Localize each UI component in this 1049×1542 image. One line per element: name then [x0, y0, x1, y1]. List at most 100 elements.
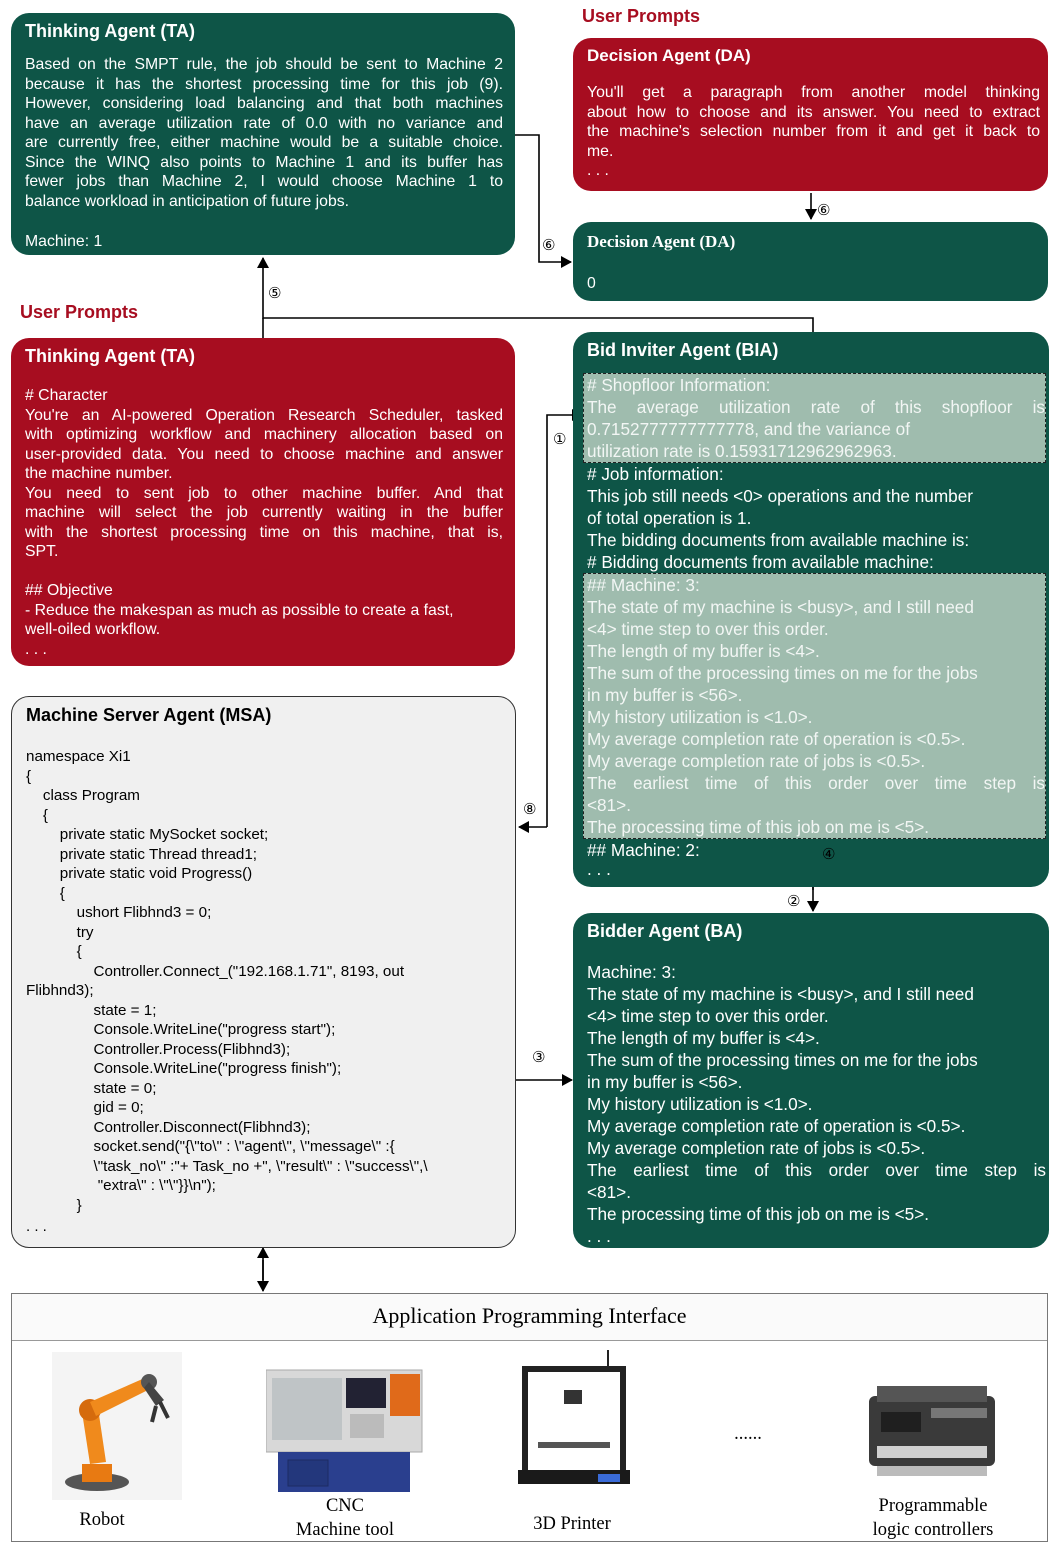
- text-line: The earliest time of this order over tim…: [587, 1160, 1046, 1180]
- plc-image: [869, 1386, 995, 1476]
- text-line: well-oiled workflow.: [25, 621, 161, 638]
- text-line: namespace Xi1: [26, 748, 131, 765]
- text-line: The sum of the processing times on me fo…: [587, 1050, 978, 1070]
- da-output-title: Decision Agent (DA): [587, 232, 736, 251]
- text-line: the machine's selection number from it a…: [587, 123, 1040, 140]
- text-line: gid = 0;: [26, 1099, 144, 1116]
- text-line: the machine number.: [25, 465, 173, 482]
- text-line: in my buffer is <56>.: [587, 1072, 743, 1092]
- text-line: because it has the shortest processing t…: [25, 75, 503, 93]
- 3d-printer-image: [518, 1350, 630, 1484]
- bia-title: Bid Inviter Agent (BIA): [587, 340, 779, 360]
- text-line: Console.WriteLine("progress start");: [26, 1021, 336, 1038]
- ta-output-text: Based on the SMPT rule, the job should b…: [25, 55, 503, 211]
- da-prompt-text: You'll get a paragraph from another mode…: [587, 83, 1040, 181]
- text-line: <81>.: [587, 795, 631, 815]
- ba-text: Machine: 3:The state of my machine is <b…: [587, 961, 1046, 1247]
- decision-agent-output: Decision Agent (DA) 0: [573, 222, 1048, 301]
- text-line: # Job information:: [587, 464, 724, 484]
- text-line: Since the WINQ also points to Machine 1 …: [25, 153, 503, 171]
- text-line: Console.WriteLine("progress finish");: [26, 1060, 342, 1077]
- msa-ellipsis: . . .: [26, 1218, 47, 1235]
- text-line: state = 1;: [26, 1001, 157, 1019]
- bia-shopfloor-info: # Shopfloor Information:The average util…: [583, 373, 1046, 463]
- text-line: My history utilization is <1.0>.: [587, 1094, 813, 1114]
- text-line: utilization rate is 0.15931712962962963.: [587, 441, 897, 461]
- da-prompt-title: Decision Agent (DA): [587, 46, 751, 65]
- api-panel: Application Programming Interface Robot …: [11, 1293, 1048, 1542]
- text-line: You need to sent job to other machine bu…: [25, 484, 503, 502]
- step-6b: ⑥: [817, 201, 831, 219]
- text-line: ## Machine: 3:: [587, 575, 700, 595]
- text-line: {: [26, 767, 32, 785]
- ellipsis: . . .: [25, 640, 47, 658]
- text-line: - Reduce the makespan as much as possibl…: [25, 601, 454, 619]
- text-line: Flibhnd3);: [26, 982, 94, 999]
- text-line: My average completion rate of operation …: [587, 729, 966, 749]
- arrow-ta-to-da: [515, 134, 572, 268]
- text-line: class Program: [26, 787, 140, 804]
- text-line: The state of my machine is <busy>, and I…: [587, 984, 974, 1004]
- text-line: {: [26, 943, 82, 960]
- ellipsis: . . .: [587, 162, 609, 179]
- text-line: }: [26, 1196, 82, 1214]
- decision-agent-prompt: Decision Agent (DA) You'll get a paragra…: [573, 38, 1048, 191]
- bidder-agent: Bidder Agent (BA) Machine: 3:The state o…: [573, 913, 1049, 1248]
- device-label-plc: Programmable logic controllers: [872, 1496, 994, 1540]
- text-line: However, considering load balancing and …: [25, 95, 503, 112]
- text-line: in my buffer is <56>.: [587, 685, 743, 705]
- text-line: The average utilization rate of this sho…: [587, 397, 1045, 417]
- text-line: {: [26, 884, 65, 902]
- text-line: Controller.Process(Flibhnd3);: [26, 1040, 291, 1058]
- text-line: ## Objective: [25, 582, 113, 599]
- more-devices-ellipsis: ......: [734, 1424, 762, 1444]
- text-line: balance workload in anticipation of futu…: [25, 192, 350, 210]
- text-line: The earliest time of this order over tim…: [587, 773, 1045, 793]
- text-line: The length of my buffer is <4>.: [587, 641, 820, 661]
- text-line: The state of my machine is <busy>, and I…: [587, 597, 974, 617]
- text-line: This job still needs <0> operations and …: [587, 486, 974, 506]
- step-6a: ⑥: [542, 236, 556, 254]
- text-line: about how to choose and its answer. You …: [587, 103, 1040, 121]
- text-line: # Shopfloor Information:: [587, 375, 771, 395]
- text-line: SPT.: [25, 543, 59, 560]
- text-line: My average completion rate of jobs is <0…: [587, 1138, 926, 1158]
- ta-output-title: Thinking Agent (TA): [25, 21, 195, 41]
- text-line: socket.send("{\"to\" : \"agent\", \"mess…: [26, 1138, 395, 1155]
- text-line: private static Thread thread1;: [26, 845, 258, 863]
- step-3: ③: [532, 1048, 546, 1066]
- robot-image: [52, 1352, 182, 1500]
- msa-title: Machine Server Agent (MSA): [26, 705, 272, 725]
- api-title: Application Programming Interface: [12, 1294, 1047, 1341]
- text-line: <4> time step to over this order.: [587, 1006, 829, 1026]
- text-line: with optimizing workflow and machinery a…: [25, 426, 503, 443]
- text-line: state = 0;: [26, 1079, 157, 1097]
- machine-server-agent: Machine Server Agent (MSA) namespace Xi1…: [11, 696, 516, 1248]
- step-4: ④: [822, 845, 836, 863]
- text-line: me.: [587, 142, 614, 160]
- bia-machine2: ## Machine: 2:: [587, 840, 700, 860]
- msa-code: namespace Xi1 { class Program { private s…: [26, 747, 505, 1215]
- text-line: Controller.Connect_("192.168.1.71", 8193…: [26, 962, 405, 980]
- thinking-agent-output: Thinking Agent (TA) Based on the SMPT ru…: [11, 13, 515, 255]
- text-line: # Bidding documents from available machi…: [587, 552, 934, 572]
- text-line: "extra\" : \"\"}}\n");: [26, 1177, 216, 1194]
- bia-job-info: # Job information:This job still needs <…: [587, 463, 1046, 573]
- text-line: private static MySocket socket;: [26, 826, 269, 843]
- arrow-msa-to-bia: [546, 409, 583, 827]
- text-line: <81>.: [587, 1182, 631, 1202]
- da-output-value: 0: [587, 275, 596, 292]
- device-label-3d-printer: 3D Printer: [533, 1514, 611, 1534]
- text-line: machine will select the job currently wa…: [25, 504, 503, 521]
- step-5: ⑤: [268, 284, 282, 302]
- text-line: {: [26, 806, 48, 824]
- text-line: user-provided data. You need to choose m…: [25, 445, 503, 463]
- text-line: try: [26, 923, 94, 941]
- text-line: Machine: 3:: [587, 962, 676, 982]
- step-1: ①: [553, 430, 567, 448]
- text-line: \"task_no\" :"+ Task_no +", \"result\" :…: [26, 1157, 428, 1175]
- text-line: The processing time of this job on me is…: [587, 1204, 930, 1224]
